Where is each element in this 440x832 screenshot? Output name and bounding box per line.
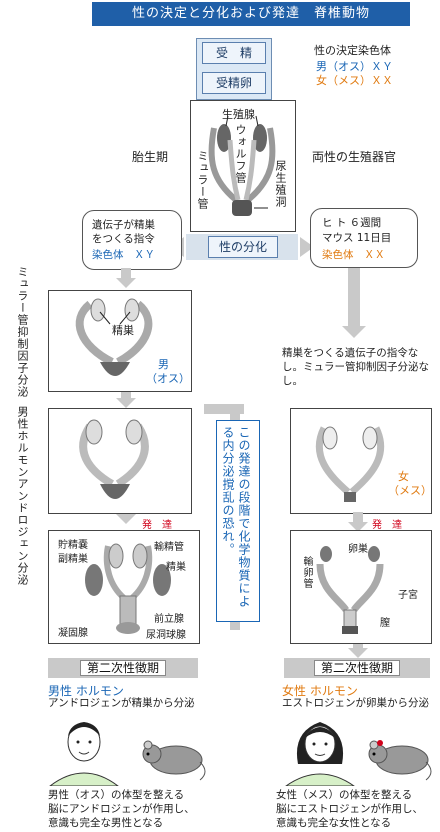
epididymis-label: 副精巣 <box>58 554 88 565</box>
wolffian-label: ウォルフ管 <box>234 124 247 184</box>
male-hormone-title: 男性 ホルモン <box>48 684 124 698</box>
male-instruction-line1: 遺伝子が精巣 <box>92 219 155 231</box>
female-adult-frame <box>290 530 432 644</box>
male-stage1-frame <box>48 290 192 392</box>
chromosome-heading: 性の決定染色体 <box>314 44 391 57</box>
ovary-label: 卵巣 <box>348 544 368 555</box>
page-title: 性の決定と分化および発達 脊椎動物 <box>92 2 410 26</box>
mis-secretion-label: ミュラー管抑制因子分泌 <box>16 266 29 398</box>
fertilized-egg-box: 受精卵 <box>202 72 266 94</box>
differentiation-arrows <box>170 237 314 257</box>
vas-deferens-label: 輸精管 <box>154 542 184 553</box>
male-secondary-stage: 第二次性徴期 <box>48 658 198 678</box>
female-flow-arrow-1 <box>348 268 360 330</box>
male-secondary-label: 第二次性徴期 <box>79 660 166 676</box>
male-stage1-testis-label: 精巣 <box>112 324 134 337</box>
female-timing-line2: マウス 11日目 <box>322 232 392 244</box>
male-mouse-illustration <box>142 740 206 781</box>
prostate-label: 前立腺 <box>154 614 184 625</box>
male-result-line3: 意識も完全な男性となる <box>48 817 164 829</box>
female-development-label: 発 達 <box>372 520 402 531</box>
female-stage1-sex: 女 <box>398 470 409 483</box>
female-arrowhead-1 <box>342 326 366 338</box>
uterus-label: 子宮 <box>398 590 418 601</box>
female-result-line1: 女性（メス）の体型を整える <box>276 789 413 801</box>
female-stage1-sex-sub: （メス） <box>388 484 432 497</box>
urogenital-sinus-label: 尿生殖洞 <box>274 160 287 208</box>
seminal-vesicle-label: 貯精嚢 <box>58 540 88 551</box>
female-secondary-label: 第二次性徴期 <box>313 660 400 676</box>
male-stage1-sex-sub: （オス） <box>146 372 190 385</box>
woman-illustration <box>285 722 355 786</box>
male-stage1-diagram <box>75 298 153 376</box>
female-result-line3: 意識も完全な女性となる <box>276 817 392 829</box>
oviduct-label: 輸卵管 <box>301 556 312 589</box>
testis-adult-label: 精巣 <box>166 562 186 573</box>
female-note: 精巣をつくる遺伝子の指令なし。ミュラー管抑制因子分泌なし。 <box>282 347 429 387</box>
female-hormone-title: 女性 ホルモン <box>282 684 358 698</box>
warning-box <box>216 420 260 622</box>
female-adult-diagram <box>316 546 384 634</box>
male-instruction-chromosome: 染色体 ＸＹ <box>92 249 155 261</box>
male-adult-diagram <box>85 543 171 634</box>
warning-text: この発達の段階で化学物質による内分泌撹乱の恐れ。 <box>221 426 251 608</box>
embryo-organ-diagram <box>208 115 276 216</box>
male-instruction-line2: をつくる指令 <box>92 233 155 245</box>
vagina-label: 膣 <box>380 618 390 629</box>
female-timing-chromosome: 染色体 ＸＸ <box>322 249 385 261</box>
male-development-label: 発 達 <box>142 520 172 531</box>
man-illustration <box>49 722 119 786</box>
differentiation-box: 性の分化 <box>208 236 278 258</box>
male-stage1-sex: 男 <box>158 358 169 371</box>
female-secondary-stage: 第二次性徴期 <box>284 658 430 678</box>
chromosome-male: 男（オス）ＸＹ <box>316 60 393 73</box>
female-flow-arrows <box>348 512 368 658</box>
female-stage1-diagram <box>315 426 385 502</box>
coagulating-gland-label: 凝固腺 <box>58 628 88 639</box>
male-hormone-desc: アンドロジェンが精巣から分泌 <box>48 697 195 709</box>
male-stage2-diagram <box>79 419 149 499</box>
fertilization-box: 受 精 <box>202 42 266 64</box>
female-mouse-illustration <box>368 740 432 781</box>
female-hormone-desc: エストロジェンが卵巣から分泌 <box>282 697 429 709</box>
female-result-line2: 脳にエストロジェンが作用し、 <box>276 803 423 815</box>
female-timing-line1: ヒ ト ６週間 <box>322 217 382 229</box>
chromosome-female: 女（メス）ＸＸ <box>316 74 393 87</box>
male-result-line2: 脳にアンドロジェンが作用し、 <box>48 803 195 815</box>
embryonic-period-label: 胎生期 <box>132 150 169 164</box>
gonad-label: 生殖腺 <box>222 108 255 121</box>
bulbourethral-label: 尿洞球腺 <box>146 630 186 641</box>
mullerian-label: ミュラー管 <box>196 150 209 210</box>
bisexual-organ-label: 両性の生殖器官 <box>312 150 397 164</box>
male-instruction-bubble <box>82 210 182 270</box>
male-result-line1: 男性（オス）の体型を整える <box>48 789 185 801</box>
female-timing-bubble <box>310 208 418 268</box>
androgen-secretion-label: 男性ホルモンアンドロジェン分泌 <box>16 406 29 586</box>
